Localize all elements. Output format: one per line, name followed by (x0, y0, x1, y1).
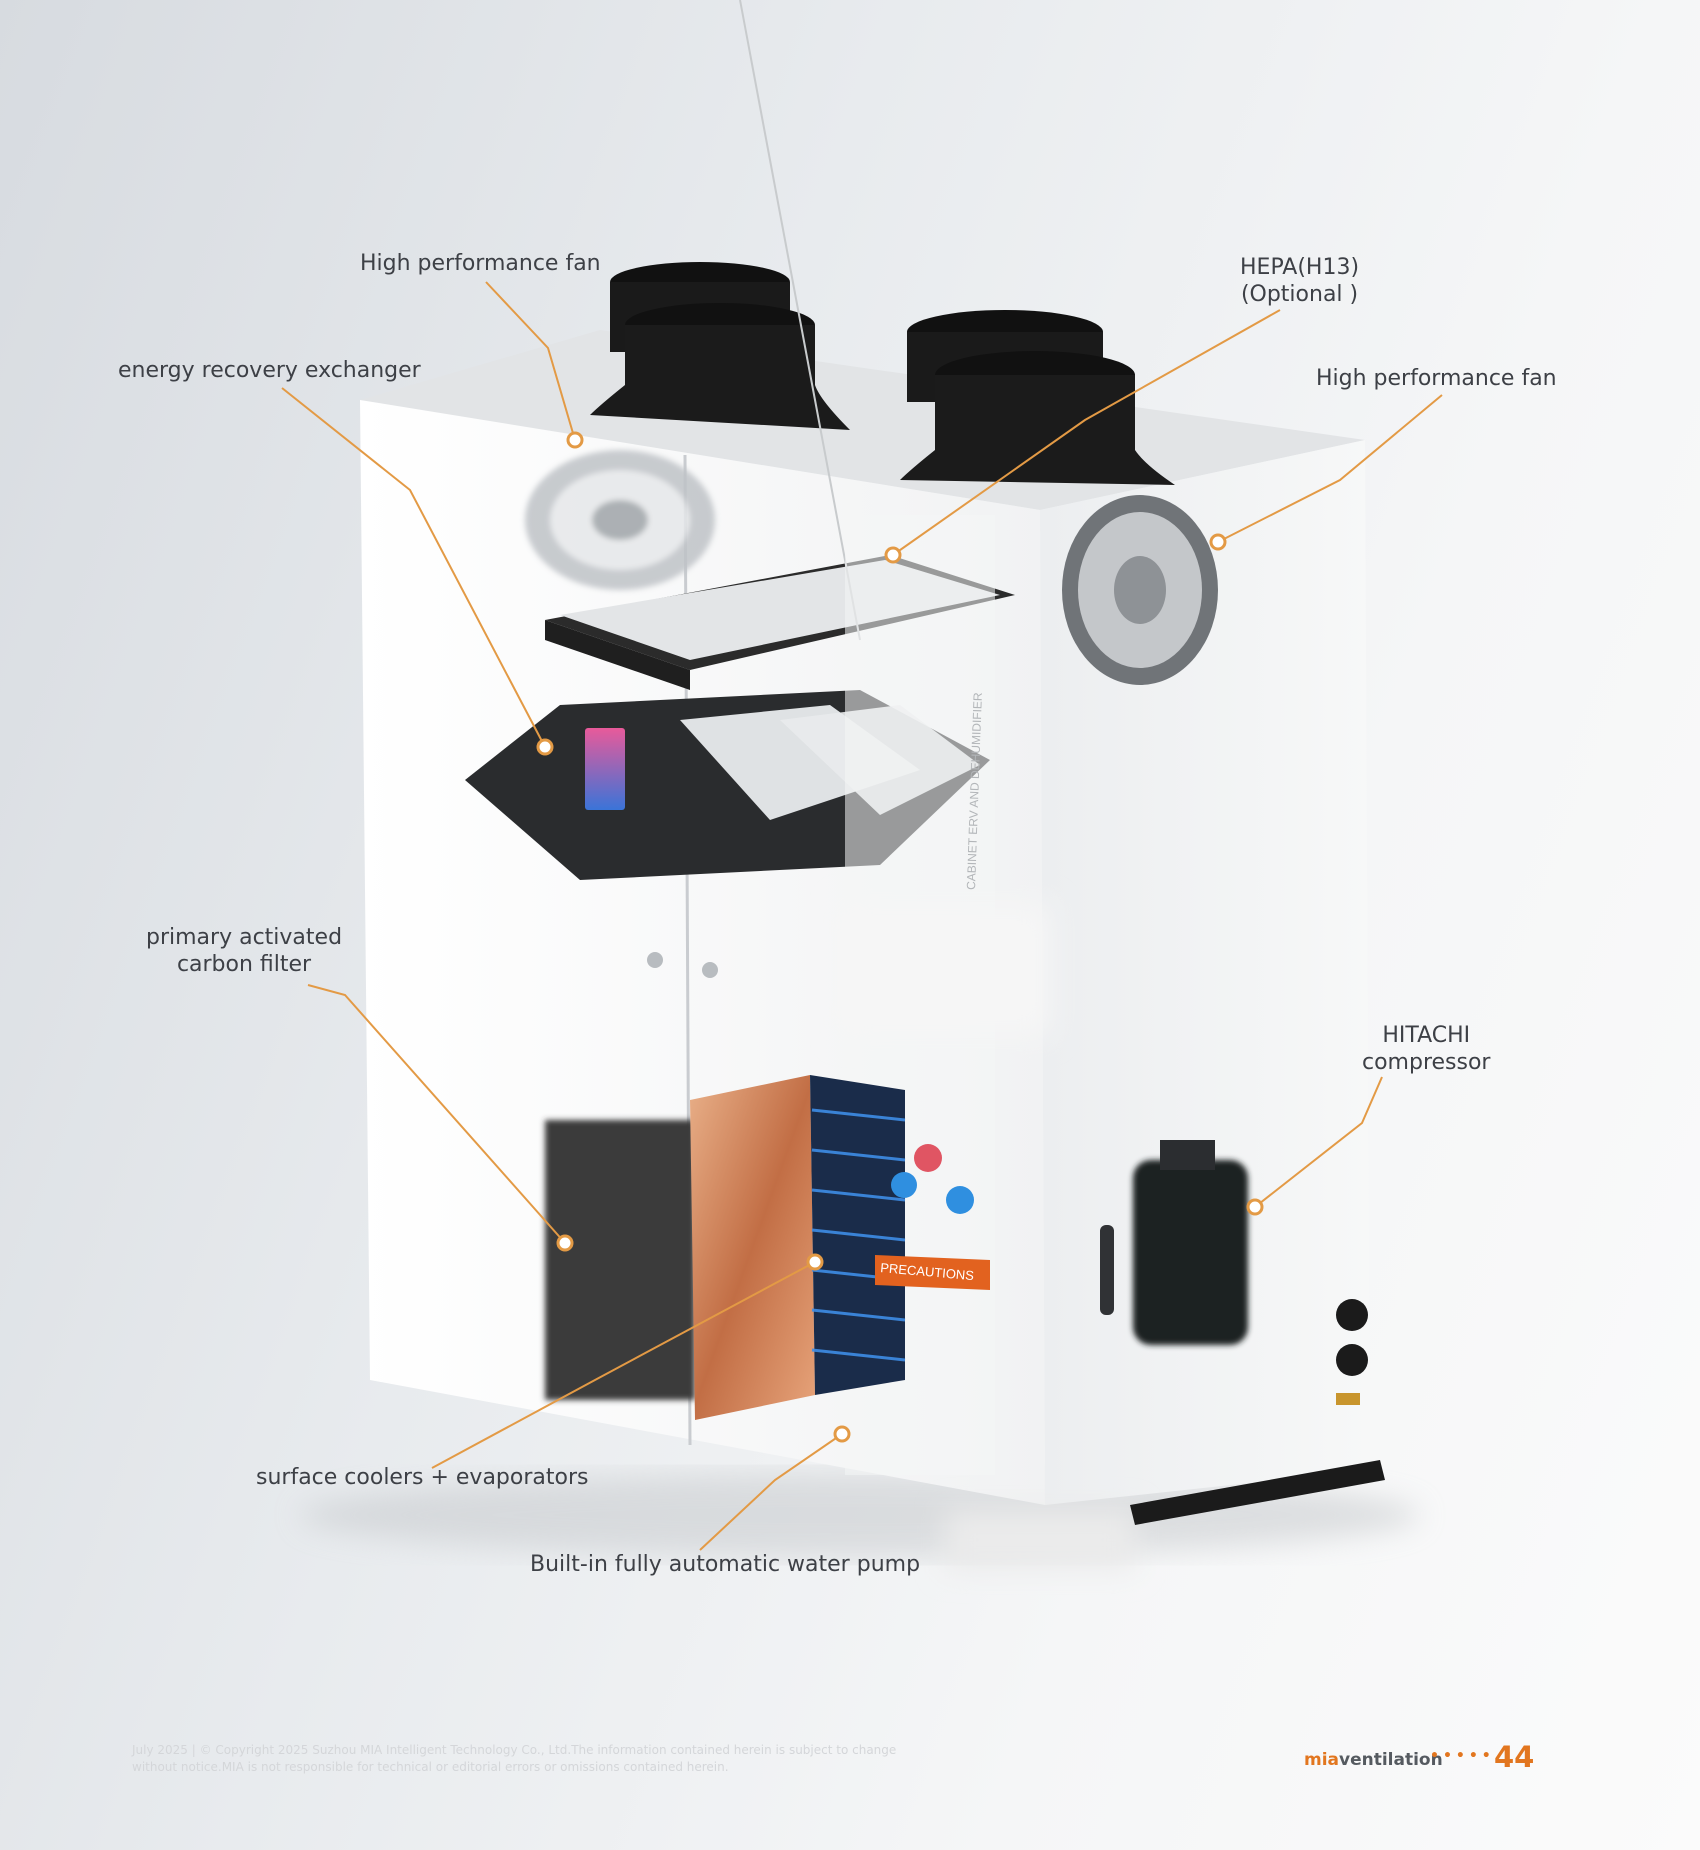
label-compressor: HITACHI compressor (1362, 1022, 1490, 1076)
brand-prefix: mia (1304, 1750, 1340, 1770)
side-fittings (1336, 1299, 1368, 1405)
label-fan-right: High performance fan (1316, 366, 1557, 391)
duct-collars (590, 262, 1175, 485)
label-carbon-filter: primary activated carbon filter (146, 924, 342, 978)
blurred-patch (840, 905, 1135, 1570)
brand-logo: miaventilation (1304, 1750, 1443, 1770)
page-number: 44 (1494, 1740, 1535, 1774)
label-hepa-line1: HEPA(H13) (1240, 255, 1360, 280)
label-coolers: surface coolers + evaporators (256, 1465, 589, 1490)
label-hepa: HEPA(H13) (Optional ) (1240, 254, 1359, 308)
cabinet-side (1040, 440, 1370, 1505)
label-carbon-line2: carbon filter (176, 952, 312, 977)
door-handle-right (702, 962, 718, 978)
label-fan-top: High performance fan (360, 251, 601, 276)
label-carbon-line1: primary activated (146, 925, 343, 950)
label-energy-recovery: energy recovery exchanger (118, 358, 421, 383)
footer-copyright: July 2025 | © Copyright 2025 Suzhou MIA … (132, 1742, 912, 1776)
leader-lines (281, 281, 1443, 1551)
fan-top-left (525, 450, 715, 590)
label-water-pump: Built-in fully automatic water pump (530, 1552, 921, 1577)
cabinet-side-marking: CABINET ERV AND DEHUMIDIFIER (964, 692, 985, 890)
door-handle-left (647, 952, 663, 968)
label-compressor-line2: compressor (1362, 1050, 1491, 1075)
coil-section (545, 1075, 990, 1420)
fan-right (1062, 495, 1218, 685)
base-bracket (1130, 1460, 1385, 1525)
footer-line-2: without notice.MIA is not responsible fo… (132, 1760, 729, 1774)
leader-markers (536, 431, 1264, 1443)
brand-dots: ••••• (1430, 1748, 1495, 1764)
brand-suffix: ventilation (1339, 1750, 1443, 1770)
label-hepa-line2: (Optional ) (1240, 282, 1359, 307)
label-compressor-line1: HITACHI (1382, 1023, 1471, 1048)
compressor (1100, 1140, 1248, 1345)
footer-line-1: July 2025 | © Copyright 2025 Suzhou MIA … (132, 1743, 897, 1757)
